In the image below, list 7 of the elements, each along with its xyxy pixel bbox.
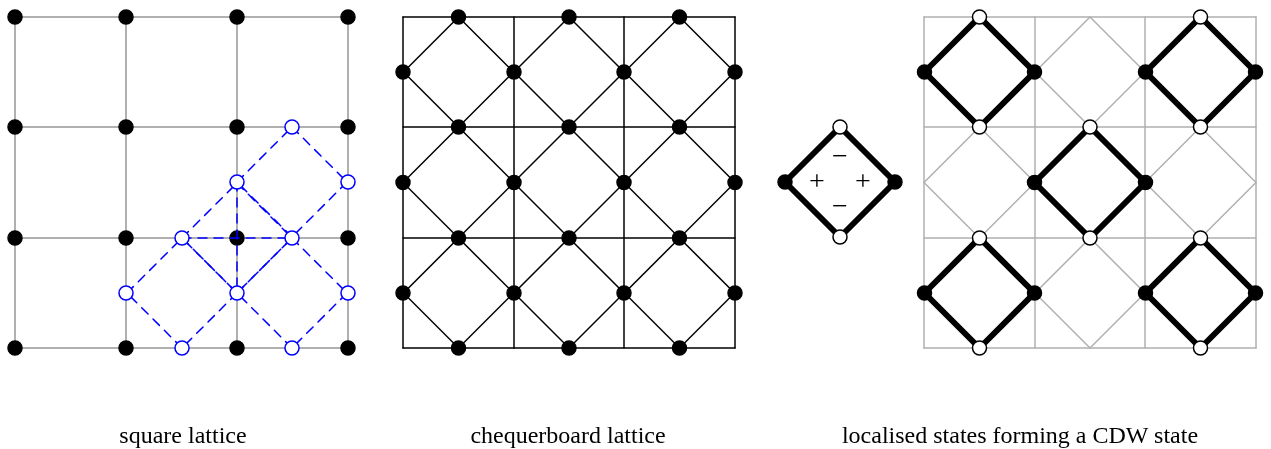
sign-symbol: − bbox=[832, 192, 848, 220]
sign-symbol: + bbox=[809, 167, 825, 195]
caption: chequerboard lattice bbox=[470, 423, 666, 447]
sign-symbol: − bbox=[832, 142, 848, 170]
sign-symbol: + bbox=[855, 167, 871, 195]
caption: localised states forming a CDW state bbox=[841, 423, 1199, 447]
caption: square lattice bbox=[119, 423, 247, 447]
